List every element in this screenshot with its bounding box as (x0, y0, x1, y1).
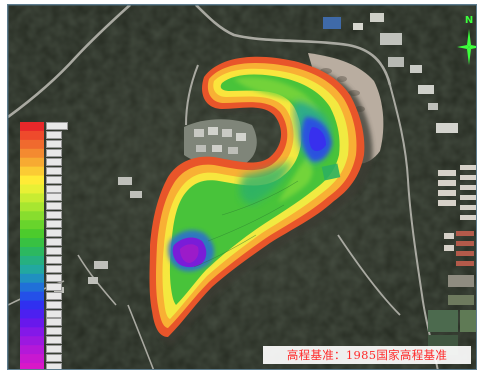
deep-zone-center (239, 161, 292, 205)
legend-color-swatch (20, 122, 44, 132)
legend-color-swatch (20, 327, 44, 337)
legend-tick-box (46, 354, 62, 363)
legend-color-swatch (20, 282, 44, 293)
legend-ticks (46, 122, 74, 369)
legend-color-swatch (20, 300, 44, 310)
legend-color-swatch (20, 345, 44, 355)
legend-color-swatch (20, 211, 44, 221)
legend-tick-box (46, 273, 62, 282)
legend-tick-box (46, 363, 62, 369)
legend-tick-box (46, 166, 62, 175)
legend-tick-box (46, 175, 62, 184)
legend-tick-box (46, 247, 62, 255)
legend-tick-box (46, 345, 62, 354)
legend-tick-box (46, 309, 62, 318)
legend-color-swatch (20, 291, 44, 302)
elevation-legend (20, 122, 74, 369)
legend-tick-box (46, 264, 62, 273)
legend-color-swatch (20, 175, 44, 185)
legend-color-swatch (20, 247, 44, 257)
legend-color-swatch (20, 229, 44, 239)
legend-tick-box (46, 122, 68, 130)
legend-tick-box (46, 193, 62, 202)
satellite-basemap (8, 5, 476, 369)
elevation-datum-caption: 高程基准：1985国家高程基准 (263, 346, 471, 364)
legend-tick-box (46, 291, 62, 300)
north-label: N (464, 15, 474, 26)
legend-color-swatch (20, 220, 44, 230)
buildings-east (438, 165, 476, 305)
buildings-northeast (323, 13, 458, 133)
legend-tick-box (46, 148, 62, 157)
map-frame[interactable]: N (7, 4, 477, 370)
legend-color-bar (20, 122, 44, 369)
legend-color-swatch (20, 238, 44, 248)
legend-color-swatch (20, 157, 44, 168)
legend-tick-box (46, 255, 62, 264)
legend-color-swatch (20, 193, 44, 203)
legend-color-swatch (20, 363, 44, 369)
legend-tick-box (46, 238, 62, 247)
legend-color-swatch (20, 336, 44, 346)
legend-color-swatch (20, 354, 44, 364)
legend-tick-box (46, 139, 62, 148)
legend-tick-box (46, 336, 62, 345)
compass-icon (457, 29, 476, 65)
legend-tick-box (46, 327, 62, 336)
legend-color-swatch (20, 166, 44, 177)
legend-tick-box (46, 282, 62, 291)
legend-tick-box (46, 184, 62, 193)
legend-tick-box (46, 211, 62, 220)
legend-color-swatch (20, 318, 44, 328)
legend-color-swatch (20, 184, 44, 194)
legend-tick-box (46, 202, 62, 211)
legend-tick-box (46, 229, 62, 238)
legend-color-swatch (20, 264, 44, 275)
legend-color-swatch (20, 148, 44, 159)
legend-tick-box (46, 220, 62, 229)
legend-color-swatch (20, 202, 44, 212)
legend-color-swatch (20, 139, 44, 150)
legend-color-swatch (20, 255, 44, 266)
legend-tick-box (46, 300, 62, 309)
legend-tick-box (46, 318, 62, 327)
buildings-lake-bay (184, 119, 257, 166)
legend-tick-box (46, 130, 62, 139)
road-network (8, 5, 439, 369)
north-arrow: N (456, 15, 476, 67)
legend-color-swatch (20, 309, 44, 319)
legend-color-swatch (20, 273, 44, 284)
legend-tick-box (46, 157, 62, 166)
legend-color-swatch (20, 130, 44, 141)
